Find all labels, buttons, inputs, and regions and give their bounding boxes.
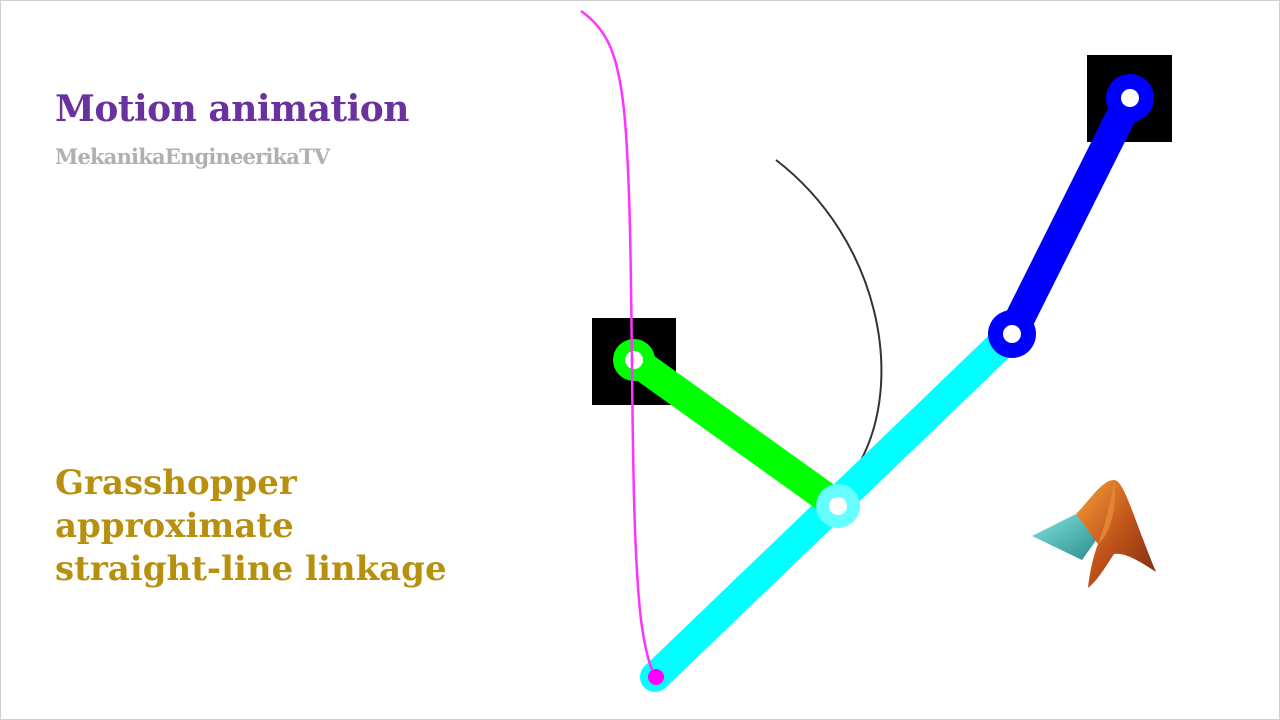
subtitle-line-1: Grasshopper xyxy=(55,463,297,503)
crank-link xyxy=(619,345,853,521)
subtitle-line-3: straight-line linkage xyxy=(55,549,447,589)
coupler-rocker-joint-hole xyxy=(1003,325,1021,343)
crank-pivot-joint-hole xyxy=(625,351,643,369)
coupler-tracing-point xyxy=(648,669,664,685)
page-title: Motion animation xyxy=(55,88,409,130)
joint-trajectory-arc xyxy=(775,159,883,463)
matlab-membrane-logo-icon xyxy=(1032,480,1156,588)
linkage-description: Grasshopper approximate straight-line li… xyxy=(55,462,447,591)
rocker-link xyxy=(997,83,1145,349)
subtitle-line-2: approximate xyxy=(55,506,294,546)
channel-name: MekanikaEngineerikaTV xyxy=(55,144,330,169)
coupler-point-path xyxy=(580,9,658,679)
rocker-pivot-joint-hole xyxy=(1121,89,1139,107)
coupler-crank-joint-hole xyxy=(829,497,847,515)
